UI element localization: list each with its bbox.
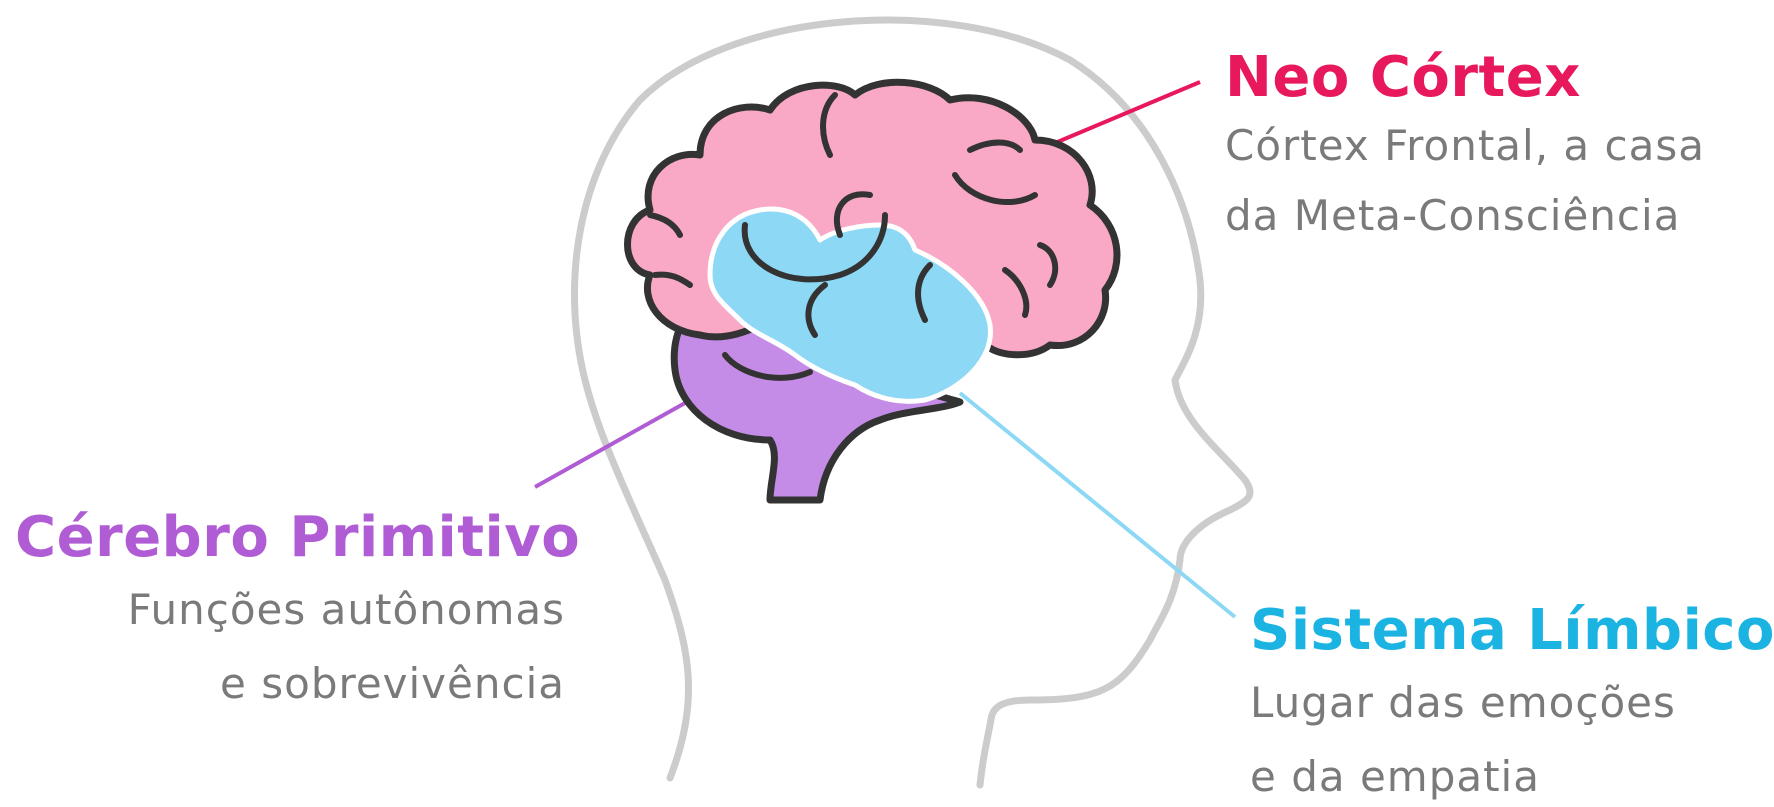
limbic-system-label: Sistema Límbico Lugar das emoções e da e… xyxy=(1250,603,1774,807)
primitive-brain-desc-line2: e sobrevivência xyxy=(220,659,565,708)
limbic-system-desc-line1: Lugar das emoções xyxy=(1250,678,1676,727)
neo-cortex-desc-line1: Córtex Frontal, a casa xyxy=(1225,121,1705,170)
neo-cortex-desc-line2: da Meta-Consciência xyxy=(1225,191,1681,240)
limbic-system-shape xyxy=(707,206,993,404)
neo-cortex-leader-line xyxy=(1054,80,1201,145)
primitive-brain-label: Cérebro Primitivo Funções autônomas e so… xyxy=(15,505,581,714)
limbic-leader-line xyxy=(958,391,1237,619)
brain-folds xyxy=(647,92,1059,381)
primitive-leader-line xyxy=(534,401,686,489)
primitive-brain-title: Cérebro Primitivo xyxy=(15,505,581,570)
limbic-system-title: Sistema Límbico xyxy=(1250,598,1774,663)
limbic-system-desc-line2: e da empatia xyxy=(1250,752,1540,801)
head-outline xyxy=(570,16,1254,789)
neo-cortex-title: Neo Córtex xyxy=(1225,45,1581,110)
primitive-brain-desc-line1: Funções autônomas xyxy=(127,585,565,634)
neo-cortex-label: Neo Córtex Córtex Frontal, a casa da Met… xyxy=(1225,50,1705,246)
